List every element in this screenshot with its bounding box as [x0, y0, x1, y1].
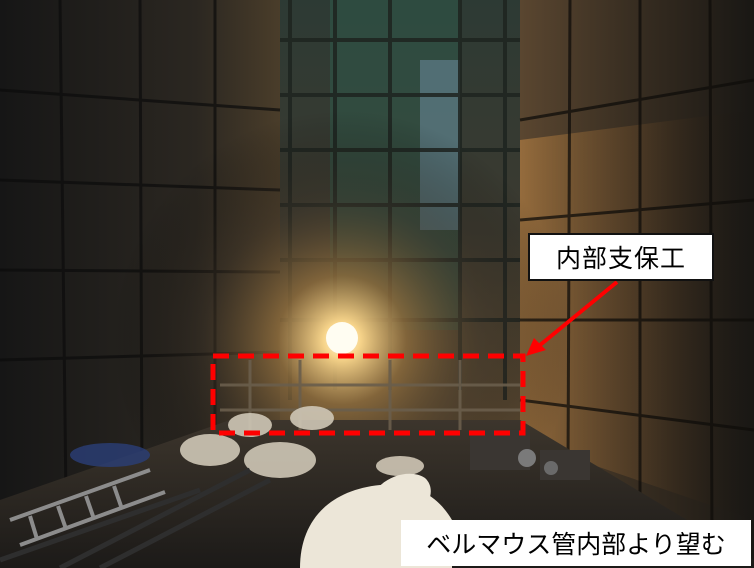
callout-arrow: [532, 280, 619, 352]
callout-arrowhead: [526, 338, 546, 356]
support-highlight-box: [210, 353, 526, 436]
photo-caption: ベルマウス管内部より望む: [401, 520, 751, 566]
callout-label: 内部支保工: [528, 233, 714, 281]
